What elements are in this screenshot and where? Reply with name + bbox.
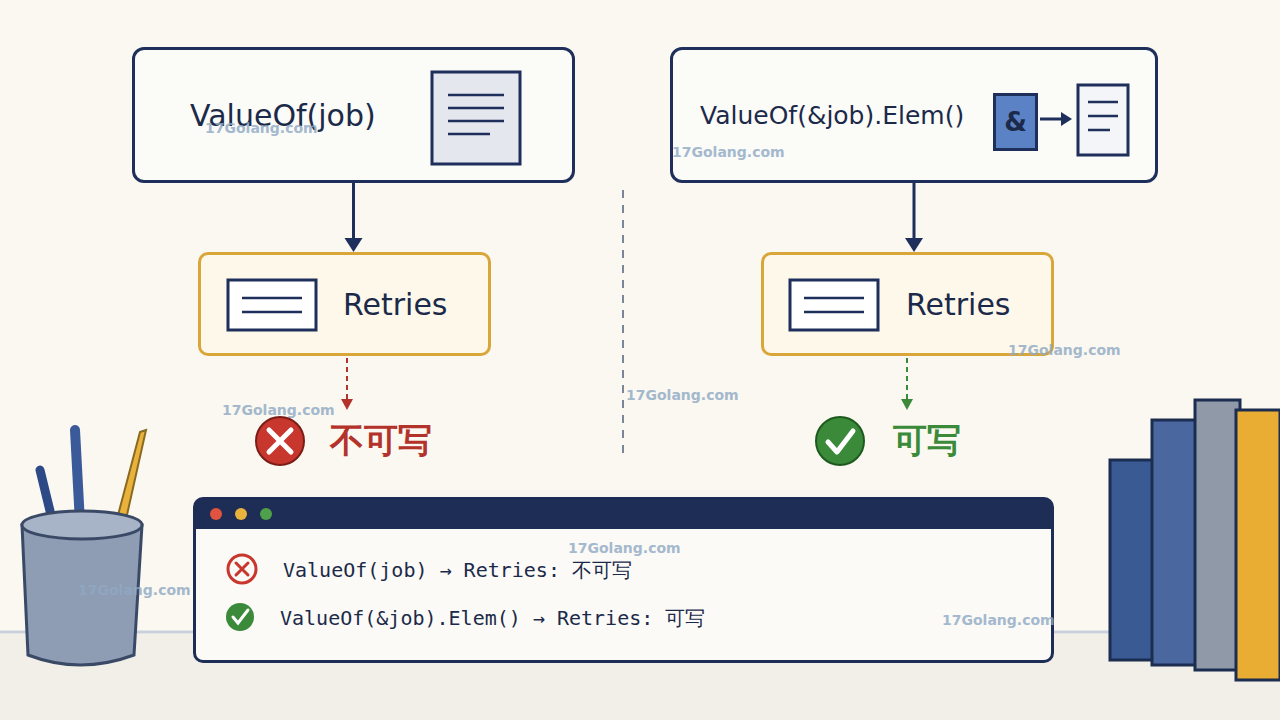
value-box: Retries	[761, 252, 1054, 356]
node-label: &	[1004, 107, 1027, 137]
field-icon	[228, 280, 316, 330]
flow-arrow	[345, 183, 363, 252]
check-icon	[226, 603, 254, 631]
document-icon	[432, 72, 520, 164]
window-dot	[260, 508, 272, 520]
watermark: 17Golang.com	[205, 120, 318, 136]
value-box: ValueOf(job)	[132, 47, 575, 183]
check-icon	[816, 417, 864, 465]
watermark: 17Golang.com	[1008, 342, 1121, 358]
result-arrow	[906, 358, 908, 400]
watermark: 17Golang.com	[78, 582, 191, 598]
result-label: 可写	[893, 418, 961, 464]
book	[1110, 460, 1155, 660]
cross-icon	[228, 555, 256, 583]
book	[1236, 410, 1280, 680]
arrow-head	[905, 238, 923, 252]
result-arrow-head	[901, 399, 913, 410]
cross-mark	[269, 430, 291, 452]
result-label: 不可写	[330, 418, 432, 464]
window-dot	[235, 508, 247, 520]
value-box: ValueOf(&job).Elem() &	[670, 47, 1158, 183]
node-label: ValueOf(&job).Elem()	[700, 101, 964, 130]
window-dot	[210, 508, 222, 520]
document-lines	[1088, 102, 1118, 130]
value-box: Retries	[198, 252, 491, 356]
pointer-arrow	[1040, 118, 1064, 121]
field-line	[804, 311, 864, 314]
result-arrow-head	[341, 399, 353, 410]
field-line	[242, 297, 302, 300]
arrow-line	[352, 183, 355, 240]
cup-rim	[22, 511, 142, 539]
field-icon	[790, 280, 878, 330]
pointer-icon: &	[993, 93, 1038, 151]
pencil	[108, 430, 146, 555]
console-line: ValueOf(&job).Elem() → Retries: 可写	[280, 605, 705, 632]
check-mark	[233, 610, 248, 623]
divider-line	[622, 190, 624, 455]
arrow-head	[345, 238, 363, 252]
flow-arrow	[905, 183, 923, 252]
pointer-arrow-head	[1061, 112, 1072, 126]
arrow-line	[913, 183, 916, 240]
pen	[75, 430, 82, 560]
node-label: Retries	[906, 287, 1010, 322]
field-line	[804, 297, 864, 300]
book	[1195, 400, 1240, 670]
book	[1152, 420, 1200, 665]
watermark: 17Golang.com	[568, 540, 681, 556]
cross-icon	[256, 417, 304, 465]
result-arrow	[346, 358, 348, 400]
document-lines	[448, 95, 504, 134]
node-label: Retries	[343, 287, 447, 322]
check-mark	[828, 431, 853, 452]
watermark: 17Golang.com	[942, 612, 1055, 628]
watermark: 17Golang.com	[672, 144, 785, 160]
cross-mark	[236, 563, 248, 575]
console-line: ValueOf(job) → Retries: 不可写	[283, 557, 632, 584]
watermark: 17Golang.com	[626, 387, 739, 403]
field-line	[242, 311, 302, 314]
terminal-window: ValueOf(job) → Retries: 不可写 ValueOf(&job)…	[193, 497, 1054, 663]
watermark: 17Golang.com	[222, 402, 335, 418]
pen	[40, 470, 62, 560]
document-icon	[1078, 85, 1128, 155]
